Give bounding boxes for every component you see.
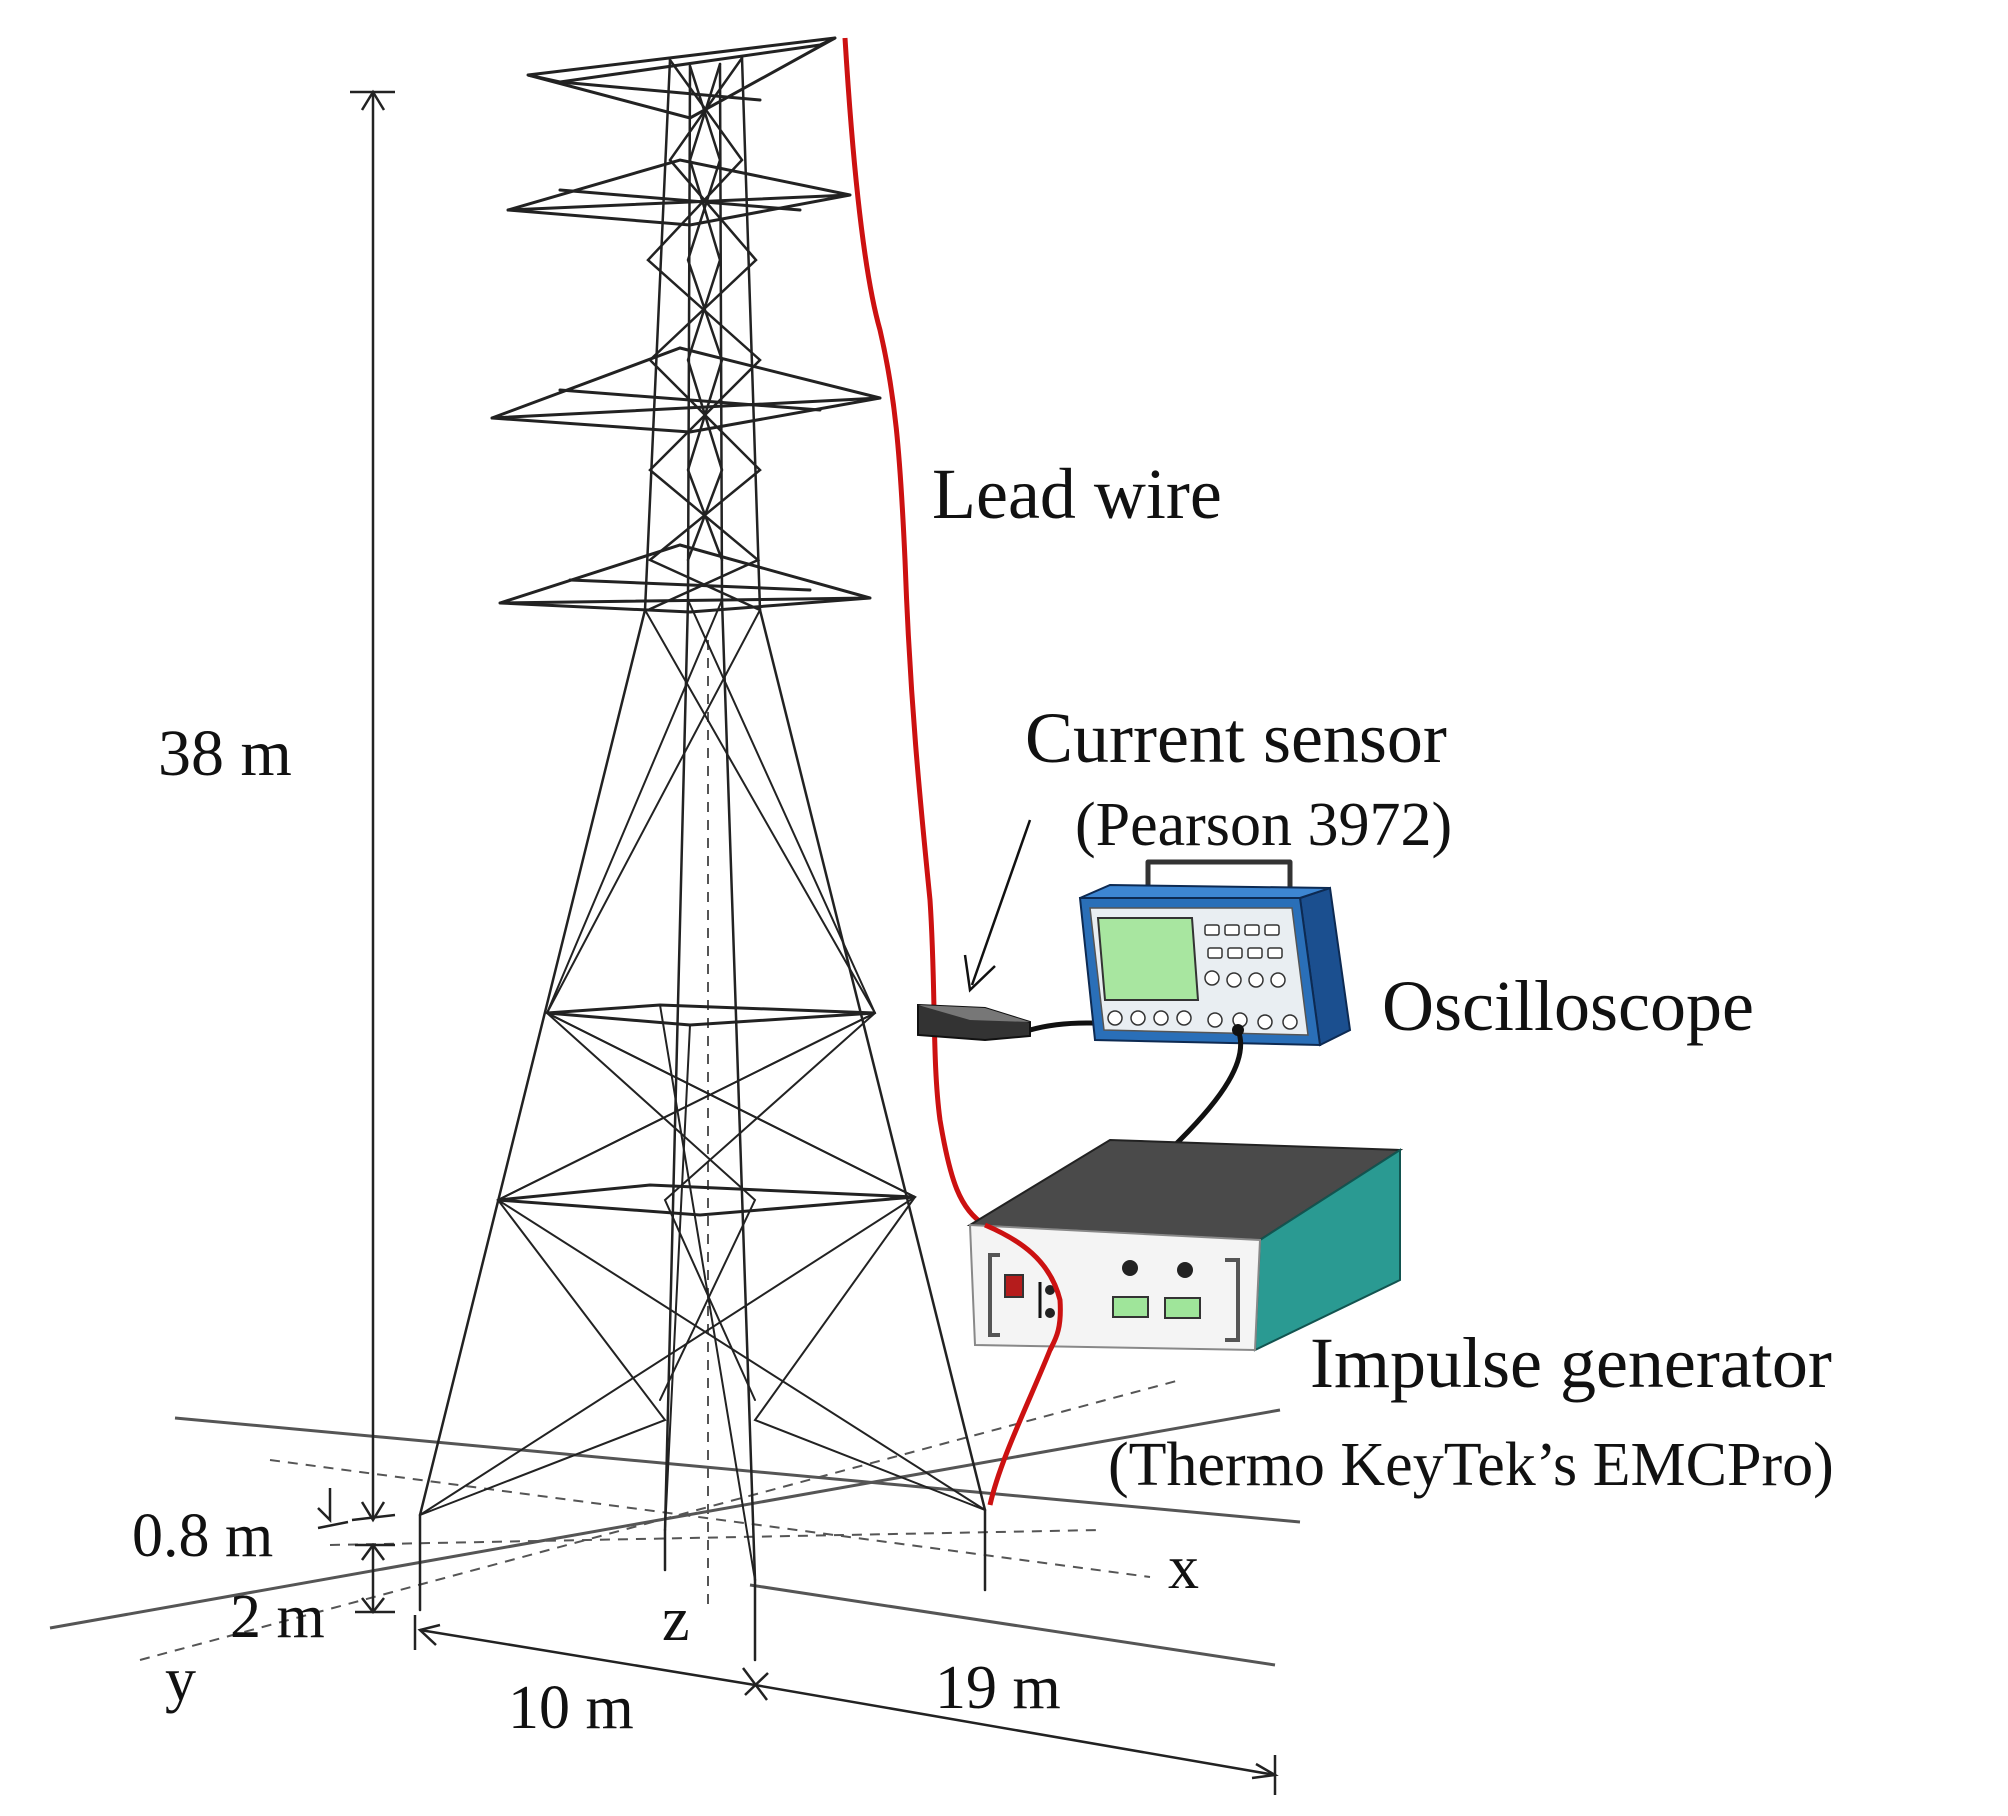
tower-crossarm-4	[498, 543, 872, 614]
tower-lower-bracing	[419, 599, 986, 1581]
generator-display-right	[1164, 1297, 1201, 1319]
oscilloscope-device	[1078, 859, 1352, 1047]
oscilloscope-screen	[1096, 917, 1200, 1001]
ground-ref-line-3	[329, 1529, 1101, 1546]
base-width-line	[419, 1628, 756, 1687]
x-axis-label: x	[1168, 1534, 1199, 1602]
oscilloscope-label: Oscilloscope	[1382, 966, 1754, 1046]
tower-crossarm-3	[490, 346, 882, 434]
tower-rings	[497, 1003, 916, 1217]
oscilloscope-controls	[1107, 924, 1298, 1030]
tower-crossarm-2	[506, 158, 852, 227]
oscilloscope-handle	[1145, 859, 1293, 893]
generator-knob-right	[1177, 1262, 1193, 1278]
ground-edge-right	[749, 1583, 1276, 1667]
height-dimension-label: 38 m	[158, 717, 292, 790]
dimension-lines	[317, 89, 1279, 1795]
lead-distance-label: 19 m	[935, 1654, 1061, 1722]
impulse-generator-model-label: (Thermo KeyTek’s EMCPro)	[1108, 1431, 1834, 1499]
generator-power-indicator	[1004, 1274, 1024, 1298]
tower-footings	[418, 1508, 987, 1662]
lead-wire-front-segment	[984, 1222, 1063, 1352]
tower-crossarm-1	[526, 36, 837, 120]
tower-upper-shaft	[643, 56, 762, 612]
transmission-tower	[418, 36, 987, 1662]
generator-knob-left	[1122, 1260, 1138, 1276]
generator-display-left	[1112, 1296, 1149, 1318]
lead-distance-line	[754, 1683, 1276, 1777]
ground-ref-line-1	[269, 1459, 1151, 1578]
sensor-top-face	[918, 1005, 1030, 1022]
z-axis-label: z	[662, 1586, 690, 1654]
generator-terminal-top	[1045, 1285, 1055, 1295]
footing-offset-arrow	[317, 1488, 332, 1524]
footing-offset-label: 0.8 m	[132, 1502, 273, 1570]
current-sensor-pointer	[963, 819, 1032, 993]
oscilloscope-input-port	[1232, 1024, 1244, 1036]
base-width-label: 10 m	[508, 1674, 634, 1742]
current-sensor-label: Current sensor	[1025, 698, 1447, 778]
lead-wire-label: Lead wire	[932, 454, 1222, 534]
footing-depth-label: 2 m	[230, 1583, 325, 1651]
impulse-generator-device	[966, 1138, 1404, 1352]
current-sensor-model-label: (Pearson 3972)	[1075, 791, 1452, 859]
y-axis-label: y	[165, 1646, 196, 1714]
oscilloscope-top	[1079, 883, 1331, 899]
generator-terminal-bottom	[1045, 1308, 1055, 1318]
generator-handle-right	[1225, 1258, 1240, 1342]
impulse-generator-label: Impulse generator	[1310, 1323, 1832, 1403]
generator-handle-left	[988, 1253, 1000, 1337]
